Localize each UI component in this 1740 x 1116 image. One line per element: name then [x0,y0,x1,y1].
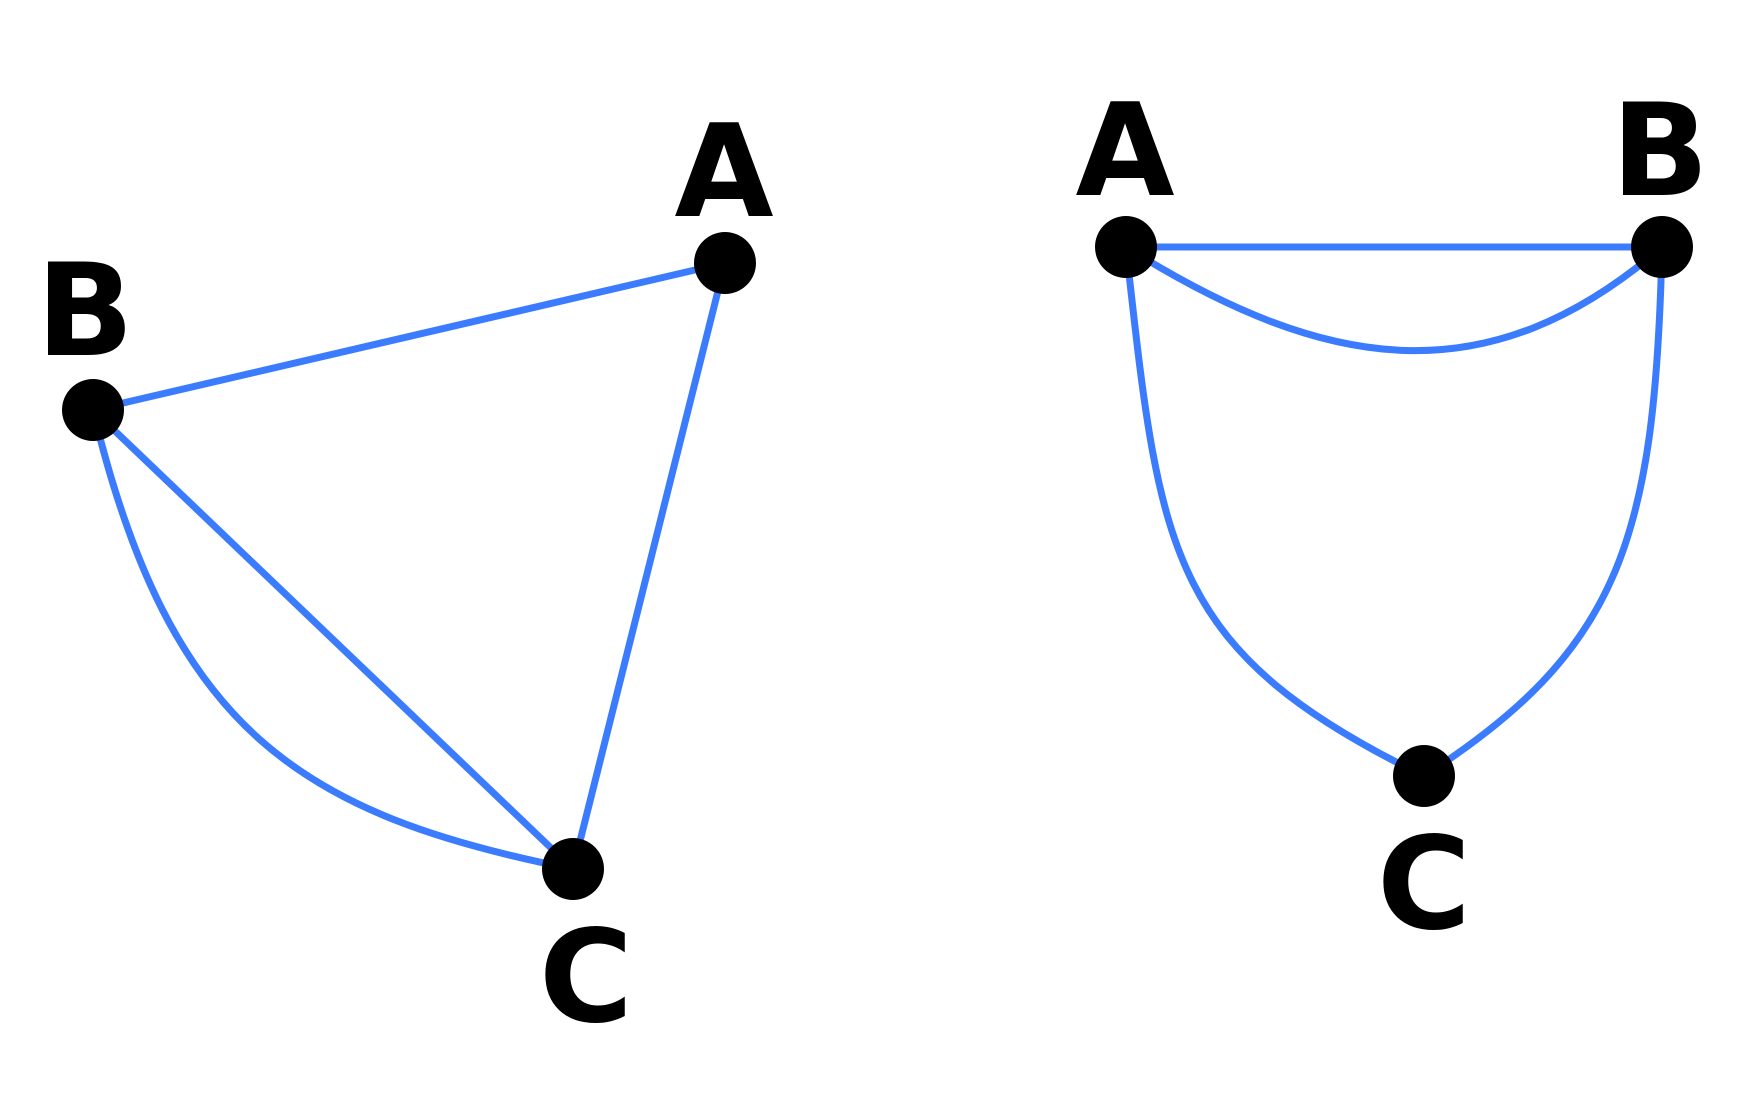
right-edge-b-c [1420,243,1666,780]
left-label-a: A [674,98,773,247]
left-node-b [62,379,124,441]
left-label-b: B [36,237,134,386]
right-node-a [1095,216,1157,278]
left-label-c: C [539,903,633,1052]
right-label-c: C [1377,810,1471,959]
right-edge-a-c [1122,243,1428,780]
right-label-b: B [1611,77,1709,226]
right-graph: A B C [1075,77,1708,959]
left-edge-b-c-curved [89,406,577,873]
left-node-c [542,838,604,900]
right-node-b [1631,216,1693,278]
right-node-c [1393,745,1455,807]
right-label-a: A [1075,77,1174,226]
left-edge-a-b [89,259,729,414]
left-edge-b-c-straight [89,406,577,873]
right-edge-a-b-curved [1122,243,1666,354]
left-edge-a-c [569,259,729,873]
left-graph: A B C [36,98,773,1052]
left-node-a [694,232,756,294]
